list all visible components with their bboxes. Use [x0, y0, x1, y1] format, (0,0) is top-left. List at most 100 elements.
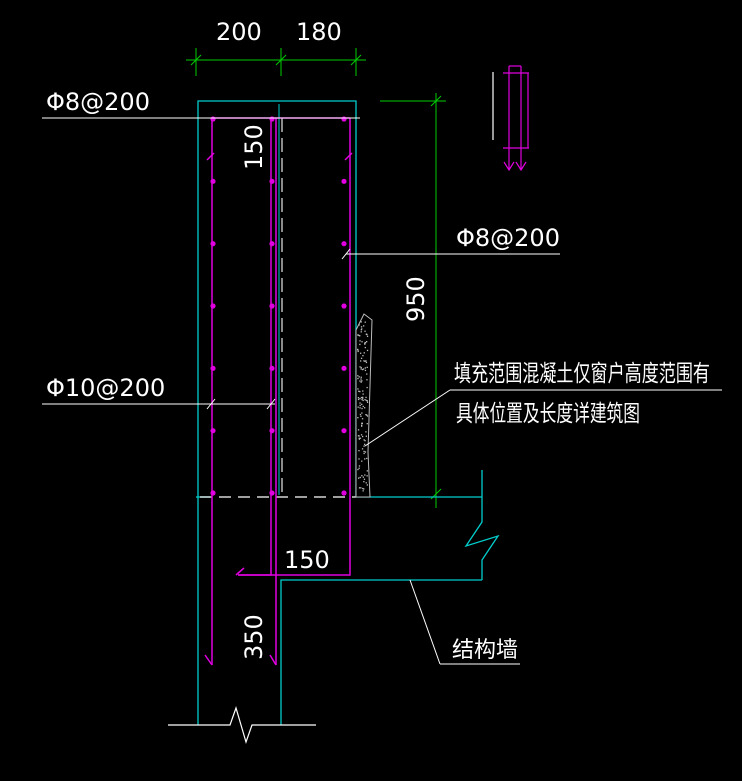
- hatch-speck: [361, 422, 363, 425]
- hatch-speck: [363, 439, 365, 441]
- hatch-speck: [360, 360, 362, 362]
- hatch-speck: [366, 366, 368, 368]
- hatch-speck: [362, 393, 364, 395]
- hatch-speck: [364, 474, 366, 476]
- hatch-speck: [362, 368, 365, 370]
- section-symbol: [492, 65, 529, 172]
- hatch-speck: [360, 329, 362, 331]
- rebar-dot: [341, 365, 347, 371]
- hatch-speck: [357, 398, 360, 401]
- hatch-speck: [360, 321, 362, 323]
- hatch-speck: [361, 403, 363, 405]
- hatch-speck: [357, 417, 359, 419]
- hatch-speck: [363, 445, 365, 447]
- dim-150-top-label: 150: [240, 124, 268, 170]
- hatch-speck: [364, 330, 366, 332]
- hatch-speck: [360, 381, 362, 383]
- rebar-dots: [210, 116, 347, 496]
- hatch-speck: [365, 435, 367, 437]
- hatch-speck: [359, 437, 362, 439]
- hatch-speck: [366, 457, 368, 460]
- hatch-speck: [365, 360, 367, 362]
- rebar-dot: [341, 178, 347, 184]
- hatch-speck: [362, 355, 364, 357]
- hatch-speck: [364, 407, 366, 409]
- hatch-speck: [362, 435, 364, 438]
- hatch-speck: [363, 481, 365, 483]
- hatch-speck: [359, 413, 362, 416]
- top-dimension: [186, 48, 366, 76]
- rebar-dot: [341, 241, 347, 247]
- hatch-speck: [358, 450, 360, 452]
- hatch-speck: [365, 333, 368, 335]
- hatch-speck: [362, 397, 364, 399]
- hatch-speck: [365, 414, 367, 416]
- hatch-speck: [364, 343, 366, 345]
- hatch-speck: [358, 477, 360, 479]
- hatch-speck: [357, 349, 359, 351]
- hatch-speck: [359, 476, 361, 479]
- hatch-speck: [364, 399, 366, 401]
- rebar-dot: [269, 365, 275, 371]
- hatch-speck: [366, 379, 368, 381]
- hatch-speck: [357, 350, 359, 353]
- hatch-speck: [359, 380, 361, 382]
- rebar-dot: [269, 490, 275, 496]
- hatch-speck: [357, 377, 359, 380]
- hatch-speck: [361, 412, 363, 414]
- hatch-speck: [361, 424, 363, 427]
- hatch-speck: [361, 418, 364, 420]
- rebar-dot: [269, 241, 275, 247]
- hatch-speck: [365, 399, 367, 402]
- hatch-speck: [362, 396, 364, 398]
- rebar-dot: [210, 178, 216, 184]
- hatch-speck: [360, 396, 363, 399]
- hatch-speck: [363, 352, 365, 354]
- hatch-speck: [366, 335, 369, 337]
- hatch-speck: [360, 378, 362, 380]
- hatch-speck: [357, 429, 360, 431]
- hatch-speck: [365, 396, 367, 399]
- dim-350-label: 350: [240, 614, 268, 660]
- hatch-speck: [366, 415, 369, 417]
- hatch-speck: [364, 346, 366, 349]
- rebar-label-left: Φ10@200: [46, 374, 165, 402]
- hatch-speck: [360, 357, 363, 359]
- hatch-speck: [360, 376, 362, 378]
- hatch-speck: [364, 440, 366, 442]
- hatch-speck: [364, 369, 367, 372]
- hatch-speck: [358, 435, 360, 437]
- hatch-speck: [366, 400, 368, 402]
- rebar-label-top: Φ8@200: [46, 88, 150, 116]
- hatch-speck: [357, 406, 359, 408]
- hatch-speck: [358, 465, 361, 467]
- hatch-speck: [366, 373, 368, 375]
- hatch-speck: [364, 367, 366, 369]
- hatch-speck: [365, 482, 367, 484]
- hatch-speck: [365, 361, 368, 364]
- structural-wall-label: 结构墙: [452, 638, 518, 663]
- hatch-speck: [363, 450, 365, 453]
- hatch-speck: [362, 487, 364, 490]
- fill-note-line1: 填充范围混凝土仅窗户高度范围有: [454, 361, 710, 387]
- rebar-dot: [210, 490, 216, 496]
- hatch-speck: [366, 484, 368, 486]
- hatch-speck: [360, 331, 362, 333]
- hatch-speck: [361, 448, 364, 450]
- hatch-speck: [358, 487, 361, 489]
- rebar-dot: [269, 303, 275, 309]
- hatch-speck: [363, 360, 365, 362]
- hatch-speck: [359, 404, 361, 407]
- hatch-speck: [360, 434, 363, 436]
- hatch-speck: [363, 478, 366, 480]
- hatch-speck: [357, 397, 360, 399]
- rebar-dot: [210, 365, 216, 371]
- hatch-speck: [364, 458, 366, 460]
- hatch-speck: [361, 341, 363, 343]
- hatch-speck: [364, 360, 366, 362]
- hatch-speck: [362, 399, 364, 402]
- hatch-speck: [362, 476, 364, 478]
- fill-note-line2: 具体位置及长度详建筑图: [456, 401, 640, 427]
- hatch-speck: [364, 451, 367, 453]
- rebar-dot: [210, 116, 216, 122]
